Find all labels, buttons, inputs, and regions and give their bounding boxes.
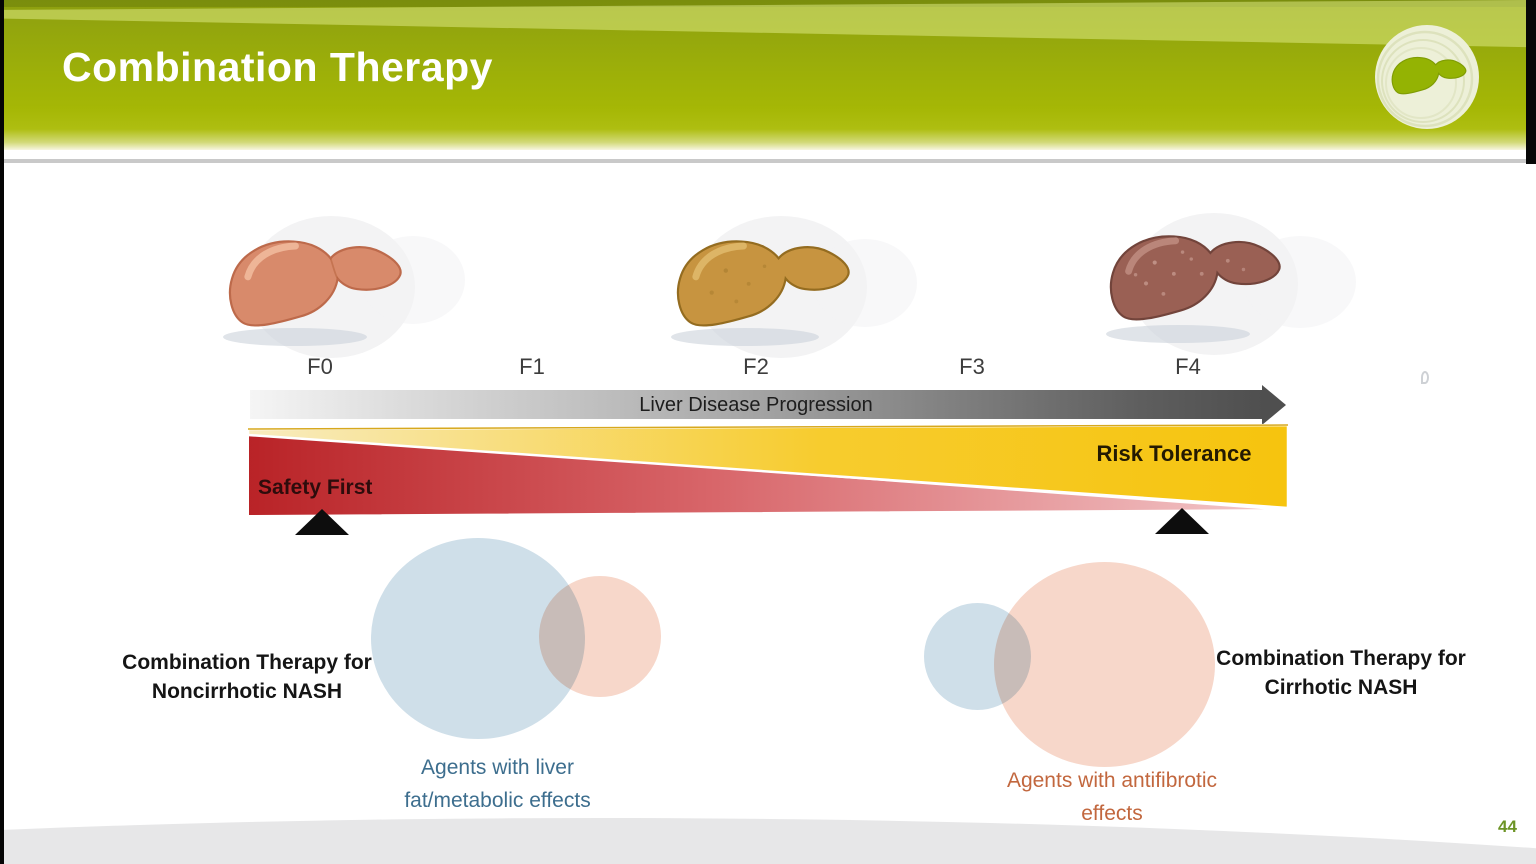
fulcrum-marker-left <box>295 509 349 535</box>
stage-label-f2: F2 <box>743 354 769 379</box>
liver-illustration-f0-healthy <box>223 216 465 358</box>
progression-arrow-head <box>1262 385 1286 425</box>
venn-right-antifibrotic-circle <box>994 562 1215 767</box>
stage-label-f4: F4 <box>1175 354 1201 379</box>
page-number: 44 <box>1498 817 1517 836</box>
header-top-stripe <box>4 0 1526 7</box>
venn-left-metabolic-circle <box>371 538 585 739</box>
header-divider-line <box>0 159 1536 163</box>
progression-arrow <box>250 390 1263 419</box>
venn-right-title: Combination Therapy for Cirrhotic NASH <box>1216 647 1466 699</box>
risk-tolerance-label: Risk Tolerance <box>1096 441 1252 466</box>
fulcrum-marker-right <box>1155 508 1209 534</box>
stage-label-f0: F0 <box>307 354 333 379</box>
video-edge-bar-right <box>1526 0 1536 164</box>
venn-left-caption: Agents with liver fat/metabolic effects <box>404 756 591 812</box>
video-edge-bar-left <box>0 0 4 864</box>
venn-left-title: Combination Therapy for Noncirrhotic NAS… <box>122 651 372 703</box>
progression-arrow-label: Liver Disease Progression <box>639 394 873 416</box>
liver-illustration-f2-fatty <box>671 216 917 358</box>
venn-right-metabolic-circle <box>924 603 1031 710</box>
stage-label-f3: F3 <box>959 354 985 379</box>
bottom-arc-decoration <box>0 818 1536 864</box>
liver-illustration-f4-cirrhotic <box>1106 213 1356 355</box>
header-band <box>4 0 1526 150</box>
mouse-cursor-artifact <box>1421 371 1429 384</box>
slide-title: Combination Therapy <box>62 44 493 90</box>
stage-label-f1: F1 <box>519 354 545 379</box>
liver-logo-icon <box>1375 25 1479 129</box>
safety-first-label: Safety First <box>258 476 373 499</box>
safety-risk-wedges <box>248 423 1288 518</box>
venn-right-caption: Agents with antifibrotic effects <box>1006 769 1218 825</box>
